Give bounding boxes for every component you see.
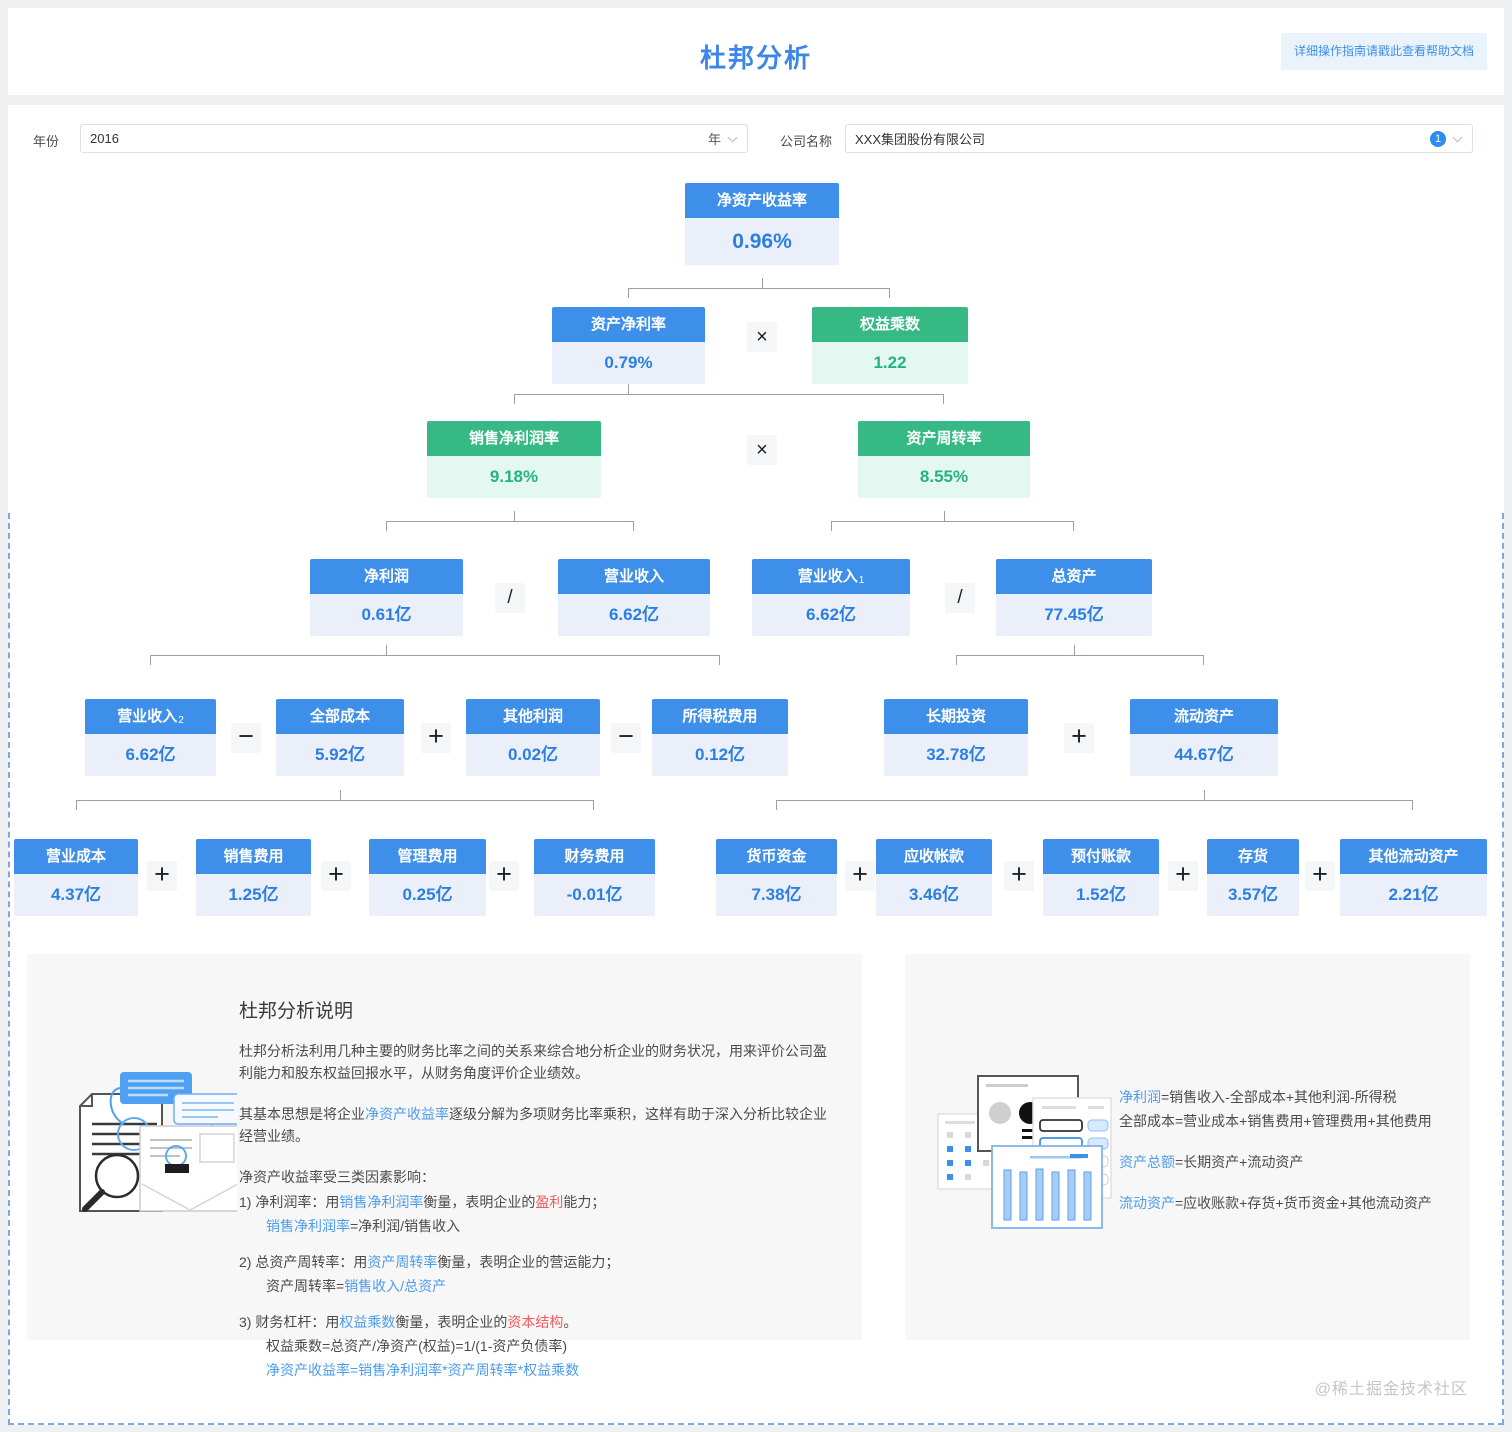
tree-connector (514, 511, 515, 521)
notes-paragraph: 杜邦分析法利用几种主要的财务比率之间的关系来综合地分析企业的财务状况，用来评价公… (239, 1043, 827, 1082)
operator-plus: + (1168, 859, 1198, 891)
tree-connector (76, 800, 594, 810)
notes-list-item: 1) 净利润率：用销售净利润率衡量，表明企业的盈利能力； (239, 1193, 606, 1210)
tree-connector (340, 790, 341, 800)
header-bar: 杜邦分析 详细操作指南请戳此查看帮助文档 (8, 8, 1504, 95)
operator-divide: / (495, 583, 525, 613)
tree-connector (956, 655, 1204, 665)
report-illustration (937, 1075, 1112, 1229)
tree-node-total-cost: 全部成本 5.92亿 (276, 699, 404, 776)
analysis-illustration (79, 1072, 237, 1212)
tree-node-other-profit: 其他利润 0.02亿 (466, 699, 600, 776)
tree-connector (386, 521, 634, 531)
tree-node-revenue-1: 营业收入1 6.62亿 (752, 559, 910, 636)
node-value: 0.96% (685, 218, 839, 265)
tree-node-finance-expense: 财务费用 -0.01亿 (534, 839, 655, 916)
tree-node-prepaid: 预付账款 1.52亿 (1043, 839, 1159, 916)
tree-node-net-profit: 净利润 0.61亿 (310, 559, 463, 636)
tree-node-accounts-receivable: 应收帐款 3.46亿 (876, 839, 992, 916)
operator-divide: / (945, 583, 975, 613)
notes-list-item: 资产周转率=销售收入/总资产 (266, 1277, 447, 1294)
notes-paragraph: 净资产收益率受三类因素影响： (239, 1169, 435, 1186)
operator-multiply: × (747, 322, 777, 352)
dupont-notes-panel: 杜邦分析说明 杜邦分析法利用几种主要的财务比率之间的关系来综合地分析企业的财务状… (27, 954, 862, 1378)
notes-list-item: 权益乘数=总资产/净资产(权益)=1/(1-资产负债率) (266, 1338, 568, 1355)
notes-list-item: 净资产收益率=销售净利润率*资产周转率*权益乘数 (266, 1362, 580, 1379)
year-select[interactable]: 年 (80, 124, 748, 153)
operator-minus: − (231, 721, 261, 753)
node-label: 净资产收益率 (685, 183, 839, 218)
tree-node-admin-expense: 管理费用 0.25亿 (369, 839, 486, 916)
year-unit-label: 年 (707, 132, 721, 147)
formula-line: 资产总额=长期资产+流动资产 (1119, 1154, 1304, 1171)
tree-node-inventory: 存货 3.57亿 (1207, 839, 1299, 916)
formula-line: 全部成本=营业成本+销售费用+管理费用+其他费用 (1119, 1113, 1432, 1130)
tree-connector (514, 394, 944, 404)
company-select[interactable]: 1 (845, 124, 1473, 153)
tree-connector (628, 384, 629, 394)
tree-node-income-tax: 所得税费用 0.12亿 (652, 699, 788, 776)
page-title: 杜邦分析 (699, 43, 812, 73)
company-label: 公司名称 (780, 134, 833, 149)
tree-node-roe: 净资产收益率 0.96% (685, 183, 839, 265)
tree-node-asset-turnover: 资产周转率 8.55% (858, 421, 1030, 498)
tree-node-total-assets: 总资产 77.45亿 (996, 559, 1152, 636)
formula-line: 净利润=销售收入-全部成本+其他利润-所得税 (1119, 1089, 1397, 1105)
tree-connector (831, 521, 1074, 531)
tree-connector (1074, 645, 1075, 655)
operator-plus: + (1305, 859, 1335, 891)
company-count-badge: 1 (1430, 130, 1446, 147)
tree-node-equity-multiplier: 权益乘数 1.22 (812, 307, 968, 384)
notes-paragraph: 其基本思想是将企业净资产收益率逐级分解为多项财务比率乘积，这样有助于深入分析比较… (239, 1106, 827, 1145)
operator-plus: + (421, 721, 451, 753)
notes-title: 杜邦分析说明 (239, 1001, 354, 1022)
formulas-panel: 净利润=销售收入-全部成本+其他利润-所得税 全部成本=营业成本+销售费用+管理… (905, 954, 1470, 1340)
tree-node-net-profit-margin: 销售净利润率 9.18% (427, 421, 601, 498)
company-input[interactable] (846, 131, 1430, 146)
tree-connector (762, 278, 763, 288)
operator-plus: + (147, 859, 177, 891)
formula-line: 流动资产=应收账款+存货+货币资金+其他流动资产 (1119, 1195, 1432, 1212)
tree-connector (150, 655, 720, 665)
tree-node-long-term-investment: 长期投资 32.78亿 (884, 699, 1028, 776)
year-label: 年份 (33, 134, 60, 149)
tree-node-cash: 货币资金 7.38亿 (716, 839, 837, 916)
operator-plus: + (1004, 859, 1034, 891)
help-doc-button[interactable]: 详细操作指南请戳此查看帮助文档 (1280, 33, 1487, 70)
tree-connector (944, 511, 945, 521)
tree-node-current-assets: 流动资产 44.67亿 (1130, 699, 1278, 776)
notes-list-item: 销售净利润率=净利润/销售收入 (266, 1217, 461, 1234)
tree-node-other-current-assets: 其他流动资产 2.21亿 (1340, 839, 1487, 916)
operator-multiply: × (747, 435, 777, 465)
tree-connector (628, 288, 890, 298)
notes-list-item: 3) 财务杠杆：用权益乘数衡量，表明企业的资本结构。 (239, 1313, 578, 1330)
watermark: @稀土掘金技术社区 (1314, 1381, 1468, 1398)
chevron-down-icon (1452, 132, 1463, 142)
year-input[interactable] (81, 131, 708, 146)
operator-plus: + (845, 859, 875, 891)
tree-connector (1204, 790, 1205, 800)
tree-node-revenue: 营业收入 6.62亿 (558, 559, 710, 636)
chevron-down-icon (727, 132, 738, 142)
operator-plus: + (489, 859, 519, 891)
notes-list-item: 2) 总资产周转率：用资产周转率衡量，表明企业的营运能力； (239, 1253, 620, 1270)
operator-plus: + (321, 859, 351, 891)
operator-plus: + (1064, 721, 1094, 753)
tree-node-operating-cost: 营业成本 4.37亿 (14, 839, 138, 916)
operator-minus: − (611, 721, 641, 753)
tree-node-asset-net-margin: 资产净利率 0.79% (552, 307, 705, 384)
main-content: 年份 年 公司名称 1 净资产收益率 0.96% 资产净利率 0.79% × 权… (8, 105, 1504, 1425)
tree-node-selling-expense: 销售费用 1.25亿 (196, 839, 311, 916)
tree-connector (776, 800, 1413, 810)
tree-node-revenue-2: 营业收入2 6.62亿 (85, 699, 216, 776)
tree-connector (386, 645, 387, 655)
